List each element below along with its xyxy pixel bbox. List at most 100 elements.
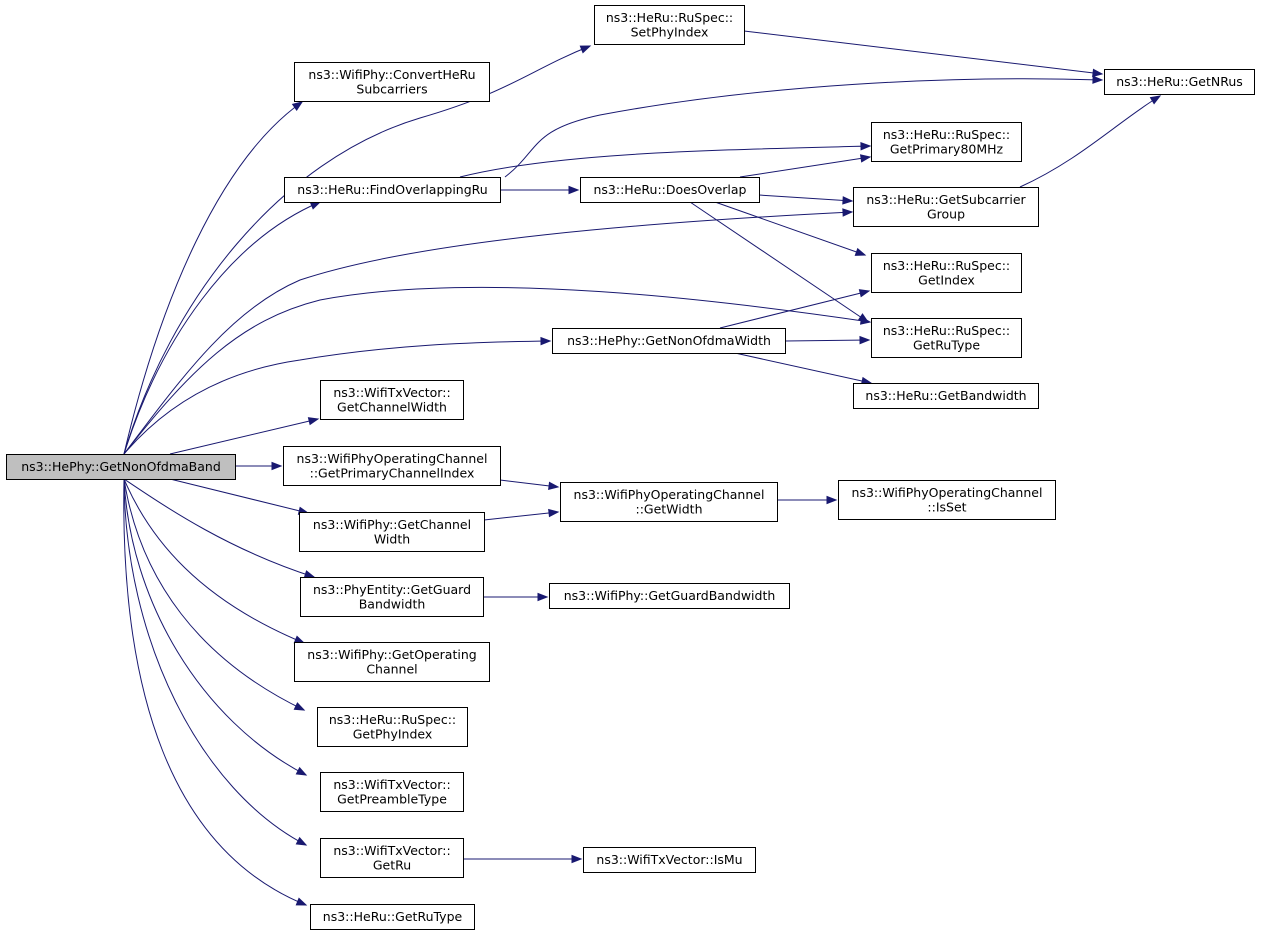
node-box [310,904,475,930]
edge-line [743,30,1103,75]
edge-opGetWidth-to-opIsSet [778,495,838,505]
arrow-head-icon [548,481,560,491]
node-ruSpecGetIndex[interactable]: ns3::HeRu::RuSpec::GetIndex [871,253,1022,293]
node-label: ns3::HeRu::FindOverlappingRu [297,182,487,197]
node-getBandwidth[interactable]: ns3::HeRu::GetBandwidth [853,383,1039,409]
arrow-head-icon [293,702,306,711]
node-opIsSet[interactable]: ns3::WifiPhyOperatingChannel::IsSet [838,480,1056,520]
node-label: GetPreambleType [337,791,447,806]
node-label: Bandwidth [359,596,426,611]
node-phyGetGuardBandwidth[interactable]: ns3::WifiPhy::GetGuardBandwidth [549,583,790,609]
node-peGetGuardBandwidth[interactable]: ns3::PhyEntity::GetGuardBandwidth [300,577,484,617]
arrow-head-icon [579,45,592,54]
edge-line [123,478,307,846]
edge-root-to-setPhyIndex [123,45,592,455]
edge-line [483,511,559,521]
edge-findOverlapping-to-doesOverlap [500,185,580,195]
node-label: Channel [366,661,417,676]
edge-root-to-ruSpecGetRuType [123,286,872,455]
edge-root-to-heRuGetRuType [123,478,308,906]
node-getPrimary80[interactable]: ns3::HeRu::RuSpec::GetPrimary80MHz [871,122,1022,162]
node-label: ::IsSet [927,499,966,514]
node-opGetWidth[interactable]: ns3::WifiPhyOperatingChannel::GetWidth [560,482,778,522]
edge-root-to-getNonOfdmaWidth [123,336,552,455]
node-box [6,454,236,480]
node-label: GetRuType [913,337,980,352]
node-txGetRu[interactable]: ns3::WifiTxVector::GetRu [320,838,464,878]
edge-line [714,201,866,256]
node-label: GetRu [373,857,411,872]
node-label: ns3::HeRu::RuSpec:: [883,323,1010,338]
node-box [320,772,464,812]
node-setPhyIndex[interactable]: ns3::HeRu::RuSpec::SetPhyIndex [594,5,745,45]
edge-getPrimaryChannelIndex-to-opGetWidth [499,479,560,491]
arrow-head-icon [540,336,552,346]
node-box [583,847,756,873]
node-label: ns3::HeRu::GetRuType [323,909,463,924]
edge-line [689,201,869,323]
node-heRuGetRuType[interactable]: ns3::HeRu::GetRuType [310,904,475,930]
node-label: ns3::HePhy::GetNonOfdmaBand [21,459,221,474]
edge-root-to-findOverlapping [123,201,322,455]
edge-doesOverlap-to-getSubcarrierGroup [758,194,854,205]
node-box [552,328,786,354]
node-label: ns3::HeRu::GetBandwidth [865,388,1026,403]
node-label: ns3::WifiPhy::ConvertHeRu [308,67,475,82]
node-label: ns3::HeRu::RuSpec:: [883,127,1010,142]
node-getPrimaryChannelIndex[interactable]: ns3::WifiPhyOperatingChannel::GetPrimary… [283,446,501,486]
arrow-head-icon [295,836,308,846]
arrow-head-icon [860,142,872,151]
arrow-head-icon [859,154,872,163]
node-getNonOfdmaWidth[interactable]: ns3::HePhy::GetNonOfdmaWidth [552,328,786,354]
node-label: ns3::HeRu::RuSpec:: [606,10,733,25]
node-txGetChannelWidth[interactable]: ns3::WifiTxVector::GetChannelWidth [320,380,464,420]
node-label: Subcarriers [356,81,427,96]
node-getNRus[interactable]: ns3::HeRu::GetNRus [1104,69,1255,95]
node-box [871,253,1022,293]
arrow-head-icon [295,897,308,906]
node-label: GetPrimary80MHz [890,141,1004,156]
node-label: ns3::WifiPhy::GetGuardBandwidth [564,588,776,603]
node-getPreambleType[interactable]: ns3::WifiTxVector::GetPreambleType [320,772,464,812]
node-label: GetPhyIndex [353,726,433,741]
node-ruSpecGetPhyIndex[interactable]: ns3::HeRu::RuSpec::GetPhyIndex [317,707,468,747]
edge-root-to-convertHeRu [123,101,304,455]
arrow-head-icon [295,766,308,776]
node-label: GetChannelWidth [337,399,447,414]
edge-findOverlapping-to-getPrimary80 [459,142,872,178]
node-label: ::GetWidth [635,501,702,516]
node-box [300,577,484,617]
node-phyGetChannelWidth[interactable]: ns3::WifiPhy::GetChannelWidth [299,512,485,552]
edge-line [123,478,315,578]
arrow-head-icon [854,247,867,256]
node-label: GetIndex [918,272,975,287]
node-txIsMu[interactable]: ns3::WifiTxVector::IsMu [583,847,756,873]
node-root[interactable]: ns3::HePhy::GetNonOfdmaBand [6,454,236,480]
edge-doesOverlap-to-getPrimary80 [739,154,872,178]
edge-root-to-txGetRu [123,478,308,846]
edge-root-to-ruSpecGetPhyIndex [123,478,306,711]
arrow-head-icon [303,570,316,579]
node-label: ns3::WifiTxVector:: [333,385,450,400]
arrow-head-icon [291,101,304,111]
node-label: ns3::HeRu::RuSpec:: [883,258,1010,273]
node-label: Width [374,531,410,546]
edge-line [123,286,871,455]
arrow-head-icon [1149,95,1162,105]
node-box [294,62,490,102]
node-label: ns3::HeRu::GetNRus [1116,74,1243,89]
node-findOverlapping[interactable]: ns3::HeRu::FindOverlappingRu [284,177,501,203]
call-graph-nodes: ns3::HePhy::GetNonOfdmaBandns3::HeRu::Ru… [6,5,1255,930]
node-box [299,512,485,552]
node-ruSpecGetRuType[interactable]: ns3::HeRu::RuSpec::GetRuType [871,318,1022,358]
edge-doesOverlap-to-ruSpecGetIndex [714,201,867,256]
node-label: ns3::WifiPhyOperatingChannel [297,451,488,466]
edge-line [123,478,307,776]
edge-line [123,211,853,455]
node-box [294,642,490,682]
edge-getNonOfdmaWidth-to-ruSpecGetRuType [784,335,871,345]
node-doesOverlap[interactable]: ns3::HeRu::DoesOverlap [580,177,760,203]
